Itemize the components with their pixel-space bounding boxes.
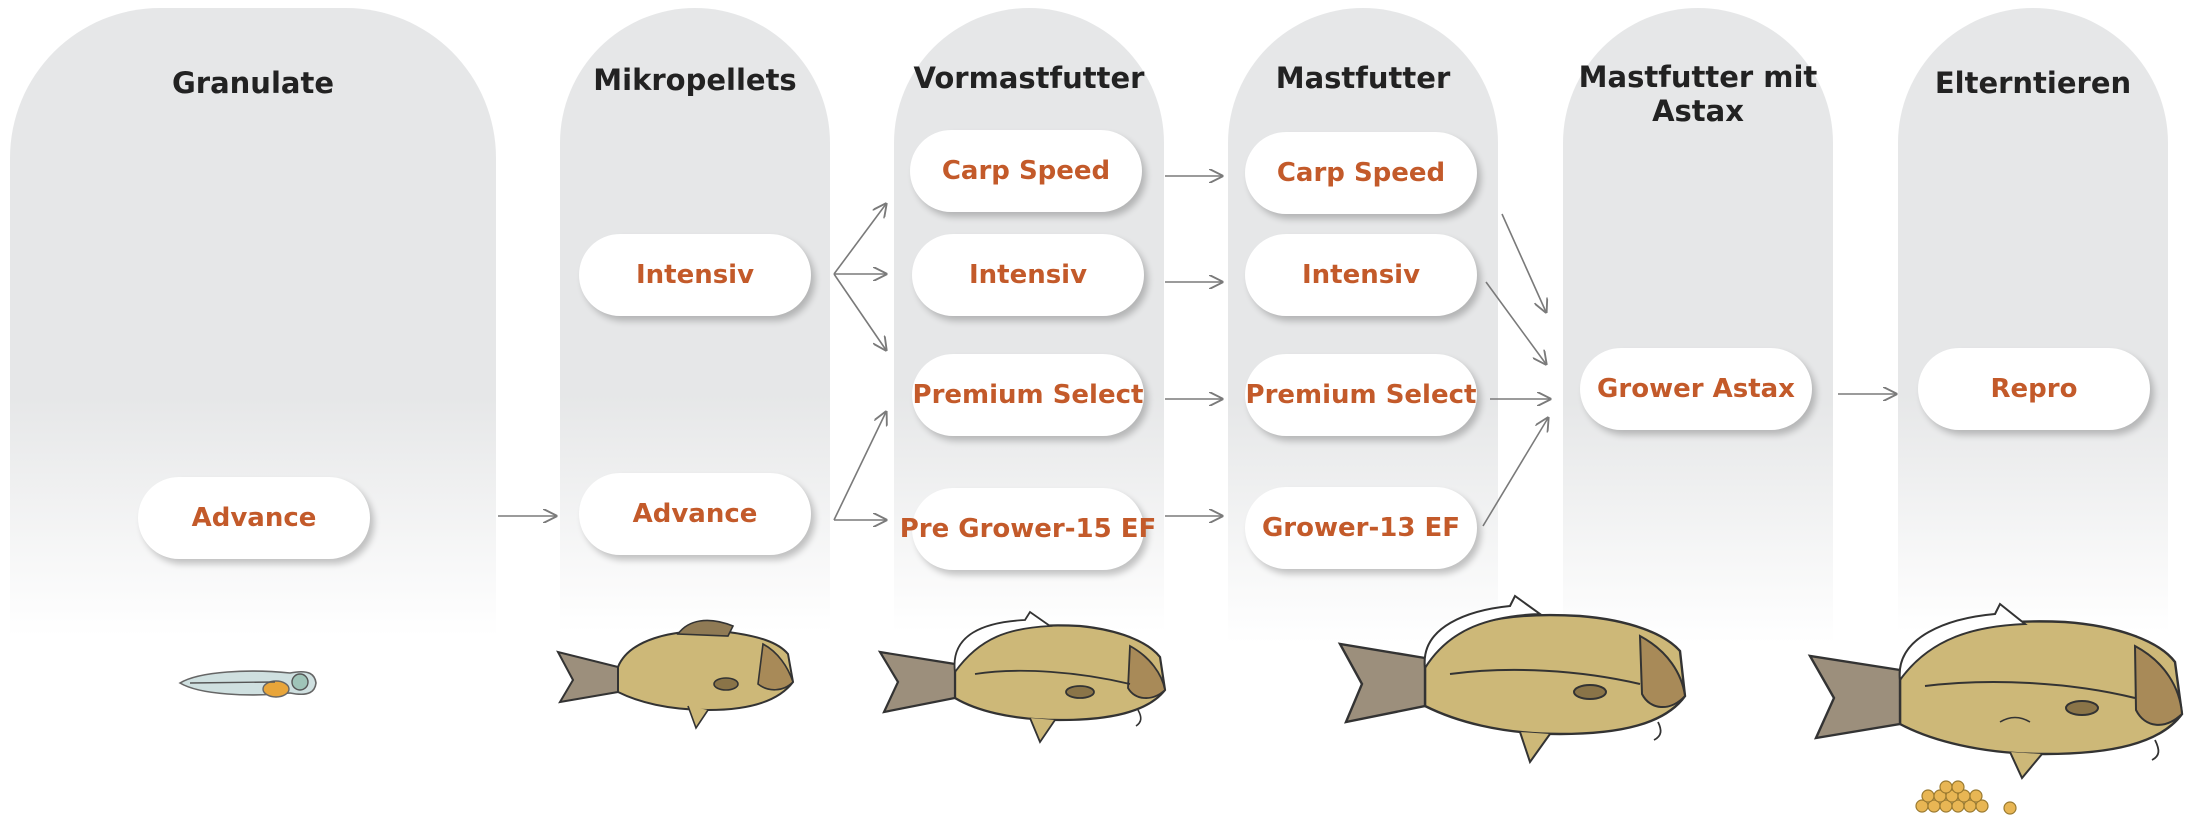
product-granulate-advance[interactable]: Advance <box>138 477 370 559</box>
product-mikro-advance[interactable]: Advance <box>579 473 811 555</box>
arrow-advance-premium <box>833 412 886 521</box>
column-title-mastfutter-astax: Mastfutter mit Astax <box>1578 60 1818 128</box>
arrow-m-intensiv <box>1485 281 1546 364</box>
product-vormast-pregrower[interactable]: Pre Grower-15 EF <box>900 488 1156 570</box>
product-mast-grower[interactable]: Grower-13 EF <box>1245 487 1477 569</box>
column-elterntieren: Elterntieren <box>1898 8 2168 632</box>
product-mast-intensiv[interactable]: Intensiv <box>1245 234 1477 316</box>
column-title-mastfutter: Mastfutter <box>1275 61 1451 95</box>
product-vormast-intensiv[interactable]: Intensiv <box>912 234 1144 316</box>
arrow-m-grower <box>1482 418 1548 527</box>
arrow-intensiv-premium <box>833 273 886 350</box>
fish-broodstock-icon <box>1807 602 2184 780</box>
column-title-vormastfutter: Vormastfutter <box>913 61 1145 95</box>
product-vormast-carpspeed[interactable]: Carp Speed <box>910 130 1142 212</box>
column-title-mikropellets: Mikropellets <box>593 63 797 97</box>
column-title-elterntieren: Elterntieren <box>1934 66 2132 100</box>
product-vormast-premium[interactable]: Premium Select <box>912 354 1144 436</box>
fish-medium-icon <box>877 610 1167 744</box>
product-eltern-repro[interactable]: Repro <box>1918 348 2150 430</box>
product-mast-premium[interactable]: Premium Select <box>1245 354 1477 436</box>
eggs-icon <box>1915 780 2017 815</box>
larva-icon <box>178 670 317 698</box>
product-astax-grower[interactable]: Grower Astax <box>1580 348 1812 430</box>
fish-large-icon <box>1337 594 1687 765</box>
product-mast-carpspeed[interactable]: Carp Speed <box>1245 132 1477 214</box>
arrow-intensiv-carpspeed <box>833 204 886 275</box>
arrow-m-carpspeed <box>1501 213 1546 312</box>
column-title-granulate: Granulate <box>171 66 334 100</box>
fish-small-icon <box>556 619 795 730</box>
product-mikro-intensiv[interactable]: Intensiv <box>579 234 811 316</box>
column-mastfutter-astax: Mastfutter mit Astax <box>1563 8 1833 644</box>
